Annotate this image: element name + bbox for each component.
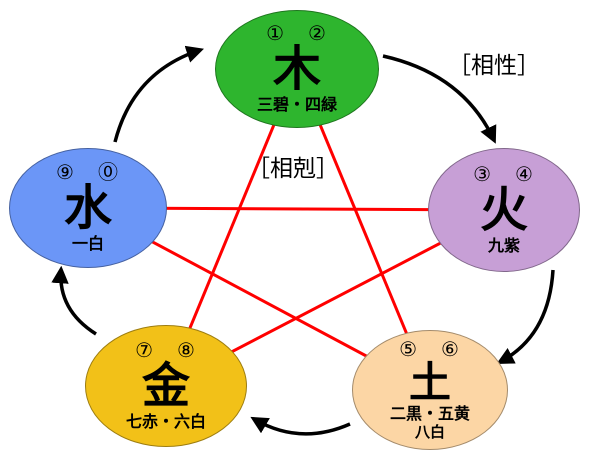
earth-star-names: 二黒・五黄 bbox=[389, 405, 470, 423]
element-earth-circle: ⑤ ⑥ 土 二黒・五黄 八白 bbox=[352, 330, 508, 450]
earth-star-names-line2: 八白 bbox=[414, 424, 445, 442]
generating-arrows bbox=[51, 45, 555, 436]
fire-star-names: 九紫 bbox=[487, 237, 520, 255]
arrow-earth-to-metal bbox=[250, 416, 351, 436]
arrow-metal-to-water bbox=[51, 265, 97, 336]
water-star-names: 一白 bbox=[71, 235, 104, 253]
water-star-numbers: ⑨ ⓪ bbox=[56, 162, 120, 185]
arrow-wood-to-fire bbox=[382, 54, 497, 144]
wood-star-names: 三碧・四緑 bbox=[256, 96, 337, 114]
water-kanji: 水 bbox=[63, 182, 112, 236]
wood-star-numbers: ① ② bbox=[266, 23, 328, 46]
metal-kanji: 金 bbox=[141, 360, 190, 414]
generating-cycle-label: ［相性］ bbox=[448, 52, 540, 78]
earth-kanji: 土 bbox=[408, 358, 451, 406]
element-wood-circle: ① ② 木 三碧・四緑 bbox=[215, 10, 379, 128]
metal-star-numbers: ⑦ ⑧ bbox=[135, 340, 197, 363]
fire-kanji: 火 bbox=[479, 184, 528, 238]
element-water-circle: ⑨ ⓪ 水 一白 bbox=[9, 148, 167, 268]
metal-star-names: 七赤・六白 bbox=[125, 413, 206, 431]
arrow-water-to-wood bbox=[113, 45, 204, 143]
overcoming-cycle-label: ［相剋］ bbox=[247, 155, 339, 181]
fire-star-numbers: ③ ④ bbox=[473, 164, 535, 187]
wood-kanji: 木 bbox=[272, 43, 321, 97]
earth-star-numbers: ⑤ ⑥ bbox=[399, 338, 461, 361]
element-fire-circle: ③ ④ 火 九紫 bbox=[428, 148, 580, 272]
arrow-fire-to-earth bbox=[496, 269, 555, 364]
element-metal-circle: ⑦ ⑧ 金 七赤・六白 bbox=[85, 325, 247, 447]
